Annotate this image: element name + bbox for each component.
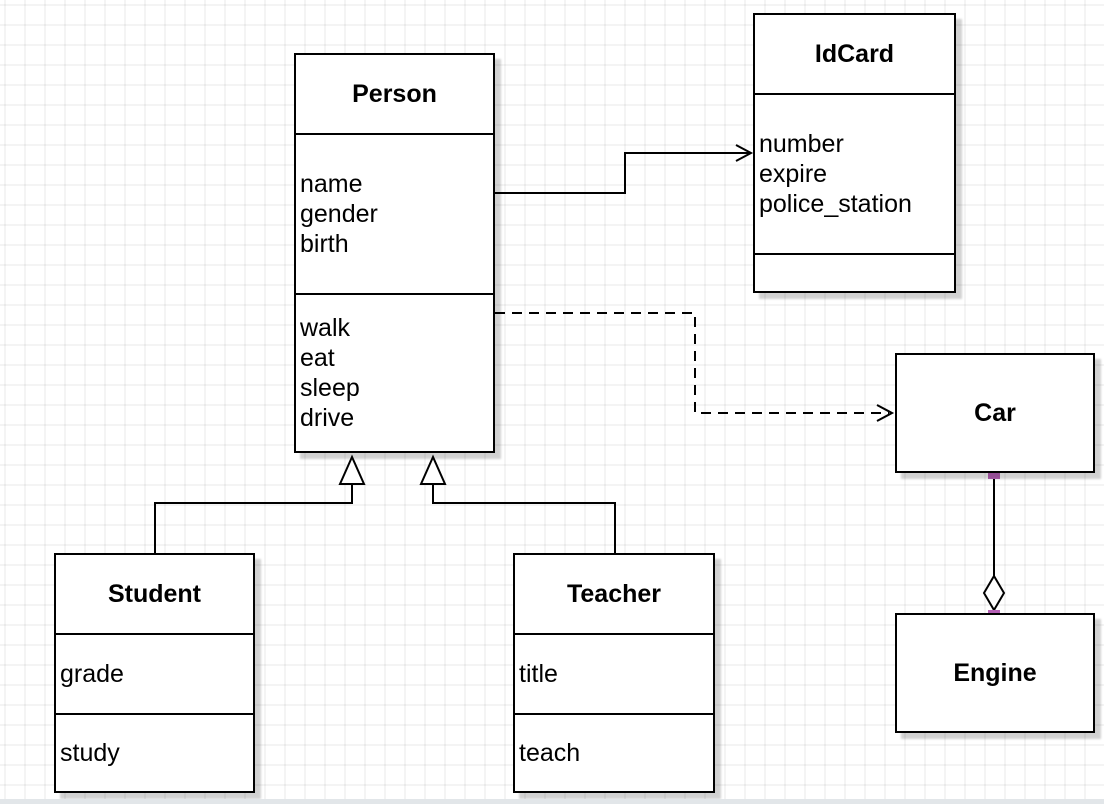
edge-person-idcard[interactable] [495, 144, 754, 194]
attribute-row[interactable]: title [519, 660, 558, 688]
open-arrowhead-icon [735, 144, 754, 162]
class-car[interactable]: Car [895, 353, 1095, 473]
generalization-triangle-icon [419, 454, 447, 485]
methods-section: study [56, 713, 253, 791]
methods-section: walk eat sleep drive [296, 293, 493, 451]
canvas-edge-strip [0, 799, 1104, 804]
class-title: Engine [953, 658, 1037, 687]
attributes-section: number expire police_station [755, 93, 954, 253]
attribute-row[interactable]: expire [759, 160, 828, 188]
attribute-row[interactable]: gender [300, 200, 378, 228]
edge-line[interactable] [432, 484, 616, 553]
method-row[interactable]: walk [300, 314, 351, 342]
class-idcard[interactable]: IdCard number expire police_station [753, 13, 956, 293]
edge-teacher-person[interactable] [419, 454, 616, 553]
class-title: Student [107, 579, 202, 608]
method-row[interactable]: teach [519, 739, 581, 767]
attribute-row[interactable]: police_station [759, 190, 912, 218]
aggregation-diamond-icon [982, 574, 1006, 612]
class-engine[interactable]: Engine [895, 613, 1095, 733]
class-title: Teacher [566, 579, 662, 608]
edge-car-engine[interactable] [982, 467, 1006, 622]
attribute-row[interactable]: name [300, 170, 363, 198]
generalization-triangle-icon [338, 454, 366, 485]
attribute-row[interactable]: number [759, 130, 844, 158]
class-title: Car [974, 398, 1016, 427]
method-row[interactable]: study [60, 739, 120, 767]
edge-line[interactable] [495, 152, 749, 194]
attribute-row[interactable]: birth [300, 230, 349, 258]
methods-section [755, 253, 954, 291]
class-title: IdCard [814, 39, 895, 68]
class-student[interactable]: Student grade study [54, 553, 255, 793]
method-row[interactable]: sleep [300, 374, 360, 402]
open-arrowhead-icon [876, 404, 895, 422]
method-row[interactable]: eat [300, 344, 335, 372]
class-person[interactable]: Person name gender birth walk eat sleep … [294, 53, 495, 453]
edge-student-person[interactable] [154, 454, 366, 553]
edge-person-car[interactable] [495, 312, 895, 422]
method-row[interactable]: drive [300, 404, 355, 432]
methods-section: teach [515, 713, 713, 791]
attributes-section: title [515, 633, 713, 713]
attributes-section: name gender birth [296, 133, 493, 293]
class-teacher[interactable]: Teacher title teach [513, 553, 715, 793]
edge-line[interactable] [495, 312, 889, 414]
class-title: Person [352, 79, 437, 108]
attribute-row[interactable]: grade [60, 660, 124, 688]
edge-line[interactable] [154, 484, 353, 553]
attributes-section: grade [56, 633, 253, 713]
